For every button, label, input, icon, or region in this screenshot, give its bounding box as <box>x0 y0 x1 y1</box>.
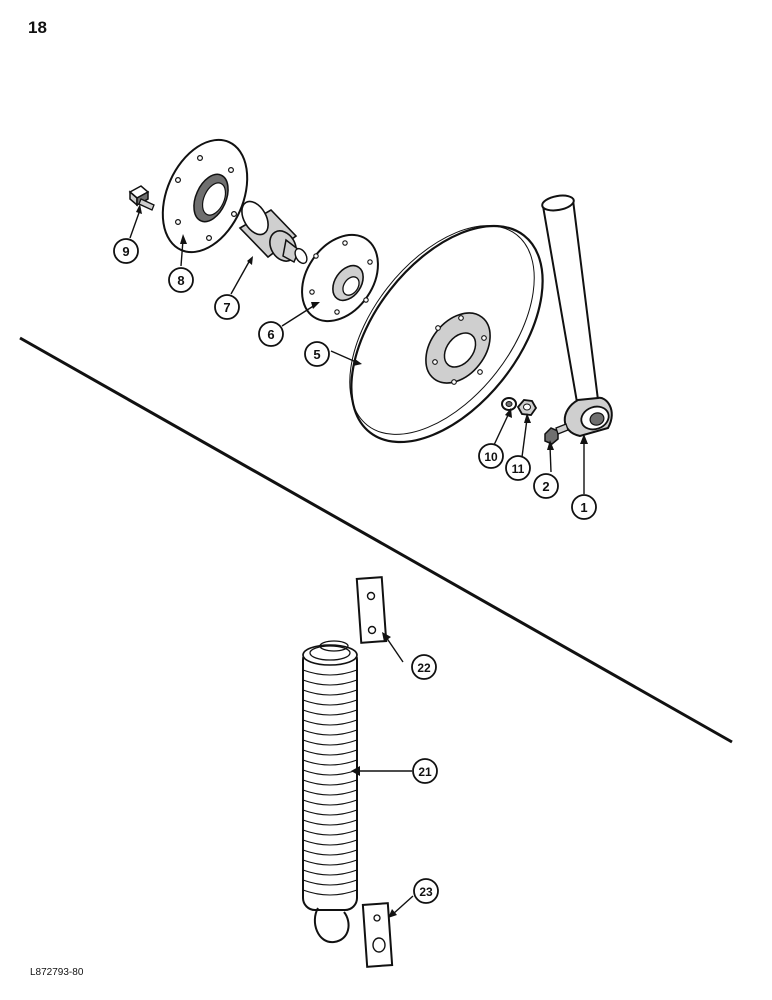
callout-8: 8 <box>168 267 194 293</box>
callout-label: 11 <box>512 462 525 476</box>
upper-plate-part <box>355 576 388 644</box>
callout-11: 11 <box>505 455 531 481</box>
callout-label: 7 <box>223 300 230 315</box>
callout-label: 22 <box>417 661 431 675</box>
callout-1: 1 <box>571 494 597 520</box>
callout-6: 6 <box>258 321 284 347</box>
set-screw-part <box>544 423 569 445</box>
callout-label: 23 <box>419 885 433 899</box>
callout-label: 1 <box>580 500 587 515</box>
spindle-part <box>238 200 308 265</box>
callout-label: 10 <box>484 450 498 464</box>
callout-22: 22 <box>411 654 437 680</box>
callout-2: 2 <box>533 473 559 499</box>
disc-blade-part <box>349 224 544 444</box>
callout-21: 21 <box>412 758 438 784</box>
lock-washer-part <box>501 397 517 411</box>
lower-plate-part <box>361 902 394 968</box>
reference-code: L872793-80 <box>30 967 84 978</box>
callout-10: 10 <box>478 443 504 469</box>
leader-lines <box>129 209 585 915</box>
callout-5: 5 <box>304 341 330 367</box>
callout-label: 5 <box>313 347 320 362</box>
disc-arm-part <box>541 194 613 438</box>
callout-label: 21 <box>418 765 432 779</box>
leader-arrowheads <box>136 204 588 918</box>
callout-label: 6 <box>267 327 274 342</box>
callout-label: 9 <box>122 244 129 259</box>
hex-nut-part <box>516 399 538 416</box>
section-divider <box>19 336 733 744</box>
callout-23: 23 <box>413 878 439 904</box>
bearing-housing-part <box>161 138 249 254</box>
callout-7: 7 <box>214 294 240 320</box>
page-number: 18 <box>28 18 47 37</box>
callout-label: 2 <box>542 479 549 494</box>
callout-label: 8 <box>177 273 184 288</box>
spring-part <box>302 640 358 944</box>
callout-9: 9 <box>113 238 139 264</box>
hub-flange-part <box>301 233 379 323</box>
bolt-part <box>128 185 155 211</box>
